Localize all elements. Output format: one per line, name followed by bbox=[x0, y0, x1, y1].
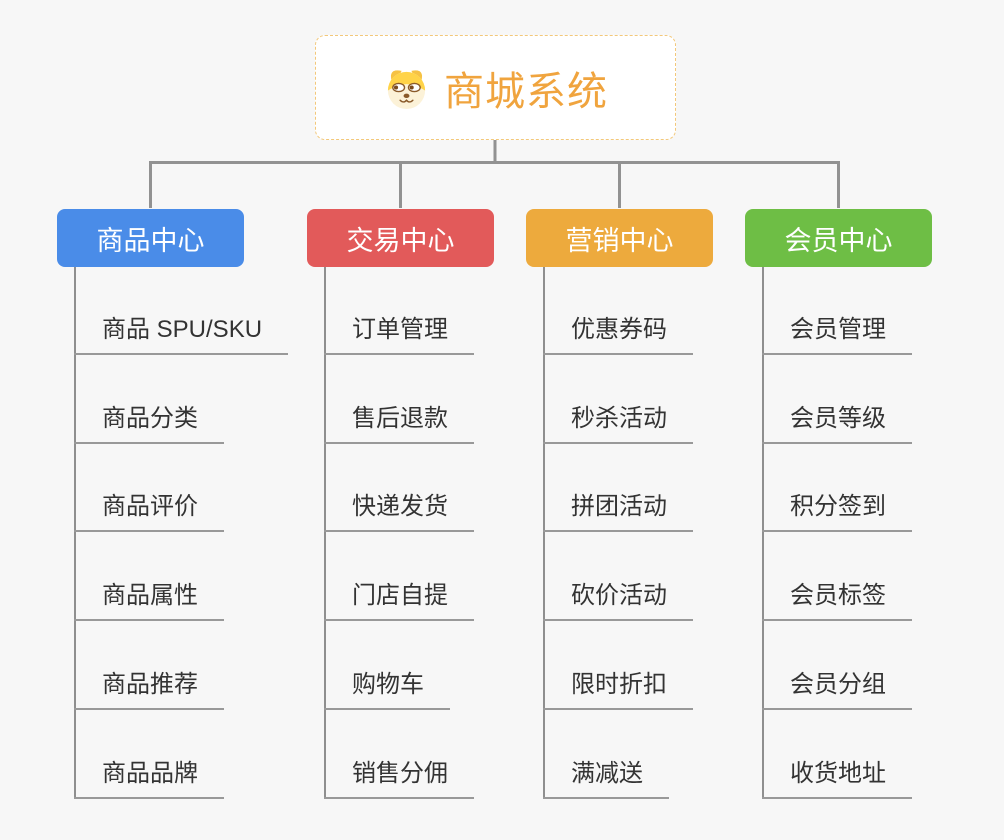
leaf-node[interactable]: 积分签到 bbox=[762, 490, 912, 532]
branch-trunk bbox=[324, 267, 326, 799]
branch-trunk bbox=[74, 267, 76, 799]
branch-box-product-center[interactable]: 商品中心 bbox=[57, 209, 244, 267]
branch-label: 商品中心 bbox=[96, 225, 205, 256]
branch-label: 交易中心 bbox=[346, 225, 455, 256]
leaf-node[interactable]: 销售分佣 bbox=[324, 757, 474, 799]
leaf-node[interactable]: 快递发货 bbox=[324, 490, 474, 532]
root-node[interactable]: 商城系统 bbox=[315, 35, 676, 140]
leaf-node[interactable]: 会员标签 bbox=[762, 579, 912, 621]
leaf-node[interactable]: 优惠券码 bbox=[543, 313, 693, 355]
leaf-node[interactable]: 收货地址 bbox=[762, 757, 912, 799]
leaf-node[interactable]: 限时折扣 bbox=[543, 668, 693, 710]
leaf-node[interactable]: 商品推荐 bbox=[74, 668, 224, 710]
branch-label: 营销中心 bbox=[565, 225, 674, 256]
branch-trunk bbox=[762, 267, 764, 799]
branch-rail-line bbox=[149, 161, 840, 208]
leaf-node[interactable]: 商品评价 bbox=[74, 490, 224, 532]
leaf-node[interactable]: 砍价活动 bbox=[543, 579, 693, 621]
leaf-node[interactable]: 会员管理 bbox=[762, 313, 912, 355]
leaf-node[interactable]: 商品 SPU/SKU bbox=[74, 313, 289, 355]
leaf-node[interactable]: 拼团活动 bbox=[543, 490, 693, 532]
leaf-node[interactable]: 商品分类 bbox=[74, 402, 224, 444]
leaf-node[interactable]: 商品品牌 bbox=[74, 757, 224, 799]
leaf-node[interactable]: 会员分组 bbox=[762, 668, 912, 710]
leaf-node[interactable]: 商品属性 bbox=[74, 579, 224, 621]
leaf-node[interactable]: 秒杀活动 bbox=[543, 402, 693, 444]
root-title: 商城系统 bbox=[444, 69, 608, 114]
dog-icon bbox=[387, 70, 426, 110]
leaf-node[interactable]: 门店自提 bbox=[324, 579, 474, 621]
leaf-node[interactable]: 售后退款 bbox=[324, 402, 474, 444]
branch-label: 会员中心 bbox=[784, 225, 893, 256]
branch-box-member-center[interactable]: 会员中心 bbox=[745, 209, 932, 267]
leaf-node[interactable]: 会员等级 bbox=[762, 402, 912, 444]
leaf-node[interactable]: 订单管理 bbox=[324, 313, 474, 355]
branch-box-trade-center[interactable]: 交易中心 bbox=[307, 209, 494, 267]
branch-box-marketing-center[interactable]: 营销中心 bbox=[526, 209, 713, 267]
leaf-node[interactable]: 购物车 bbox=[324, 668, 450, 710]
branch-trunk bbox=[543, 267, 545, 799]
leaf-node[interactable]: 满减送 bbox=[543, 757, 669, 799]
